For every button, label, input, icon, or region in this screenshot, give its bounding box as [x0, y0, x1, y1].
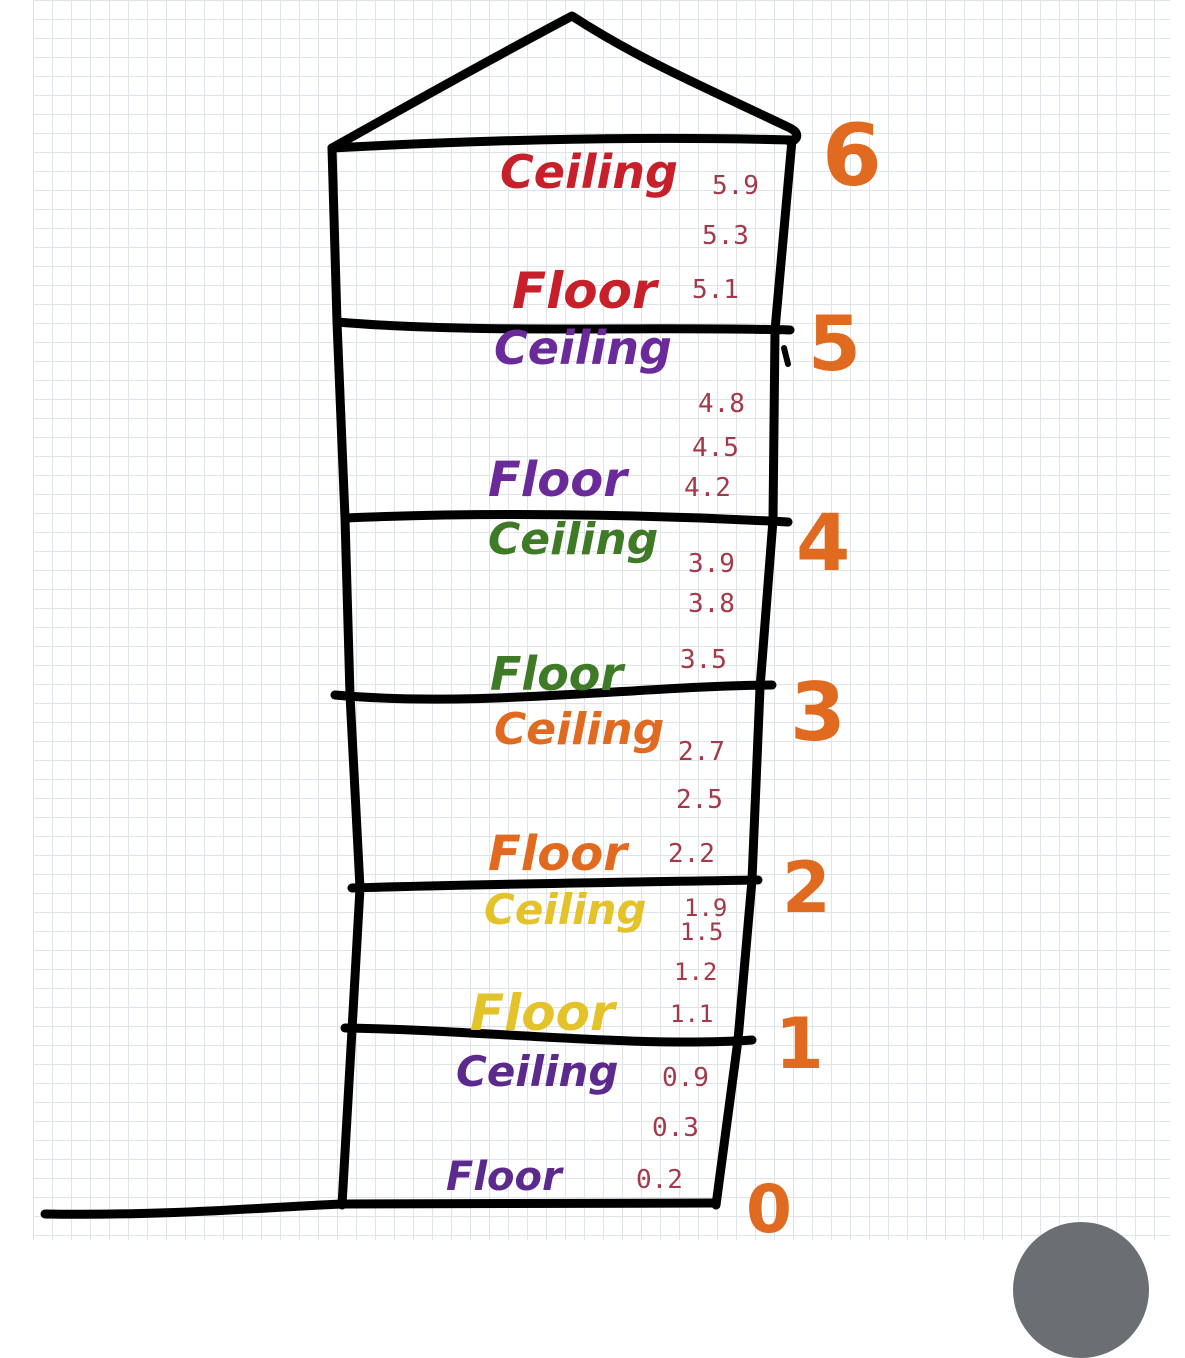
room-4-floor-label: Floor: [490, 647, 626, 701]
ground-line: [40, 1198, 720, 1219]
room-5-measurement-3: 4.2: [684, 473, 731, 503]
floating-action-button[interactable]: [1013, 1222, 1149, 1358]
level-number-5: 5: [808, 299, 861, 388]
room-2-ceiling-label: Ceiling: [484, 885, 646, 934]
floor-line-1: [340, 1023, 757, 1047]
room-2-floor-label: Floor: [470, 984, 618, 1042]
room-4-measurement-2: 3.8: [688, 589, 735, 619]
room-1-measurement-1: 0.9: [662, 1063, 709, 1093]
floor-line-6: [327, 133, 797, 153]
room-3-ceiling-label: Ceiling: [494, 704, 664, 755]
room-1-measurement-3: 0.2: [636, 1165, 683, 1195]
level-number-2: 2: [782, 847, 831, 929]
level-number-1: 1: [775, 1003, 824, 1085]
room-2-measurement-3: 1.2: [674, 958, 717, 986]
room-5-ceiling-label: Ceiling: [494, 321, 672, 375]
room-6-measurement-1: 5.9: [712, 171, 759, 201]
room-3-floor-label: Floor: [488, 826, 630, 882]
room-1-floor-label: Floor: [446, 1154, 564, 1200]
room-4-ceiling-label: Ceiling: [488, 514, 658, 565]
room-2-measurement-1: 1.9: [684, 894, 727, 922]
roof: [327, 11, 802, 153]
floor-line-5: [332, 317, 795, 335]
room-6-floor-label: Floor: [512, 262, 660, 320]
room-5-measurement-1: 4.8: [698, 389, 745, 419]
room-1-measurement-2: 0.3: [652, 1113, 699, 1143]
left-wall: [327, 143, 365, 1210]
room-5-floor-label: Floor: [488, 452, 630, 508]
stray-mark: [781, 345, 791, 367]
room-3-measurement-3: 2.2: [668, 839, 715, 869]
room-3-measurement-2: 2.5: [676, 785, 723, 815]
level-number-4: 4: [796, 499, 850, 589]
room-6-ceiling-label: Ceiling: [500, 145, 678, 199]
room-4-measurement-3: 3.5: [680, 645, 727, 675]
room-4-measurement-1: 3.9: [688, 549, 735, 579]
level-number-6: 6: [822, 106, 882, 206]
room-1-ceiling-label: Ceiling: [456, 1047, 618, 1096]
floor-line-3: [330, 680, 777, 704]
level-number-3: 3: [790, 666, 846, 759]
floor-line-4: [340, 510, 793, 527]
room-2-measurement-4: 1.1: [670, 1000, 713, 1028]
room-3-measurement-1: 2.7: [678, 737, 725, 767]
floor-line-2: [347, 875, 763, 893]
room-5-measurement-2: 4.5: [692, 433, 739, 463]
room-6-measurement-2: 5.3: [702, 221, 749, 251]
level-number-0: 0: [746, 1171, 792, 1248]
room-2-measurement-2: 1.5: [680, 918, 723, 946]
building-diagram: 0 1 2 3 4 5 6 Ceiling Floor 5.9 5.3 5.1 …: [40, 11, 882, 1248]
room-6-measurement-3: 5.1: [692, 275, 739, 305]
grid-paper-background: [33, 0, 1170, 1240]
